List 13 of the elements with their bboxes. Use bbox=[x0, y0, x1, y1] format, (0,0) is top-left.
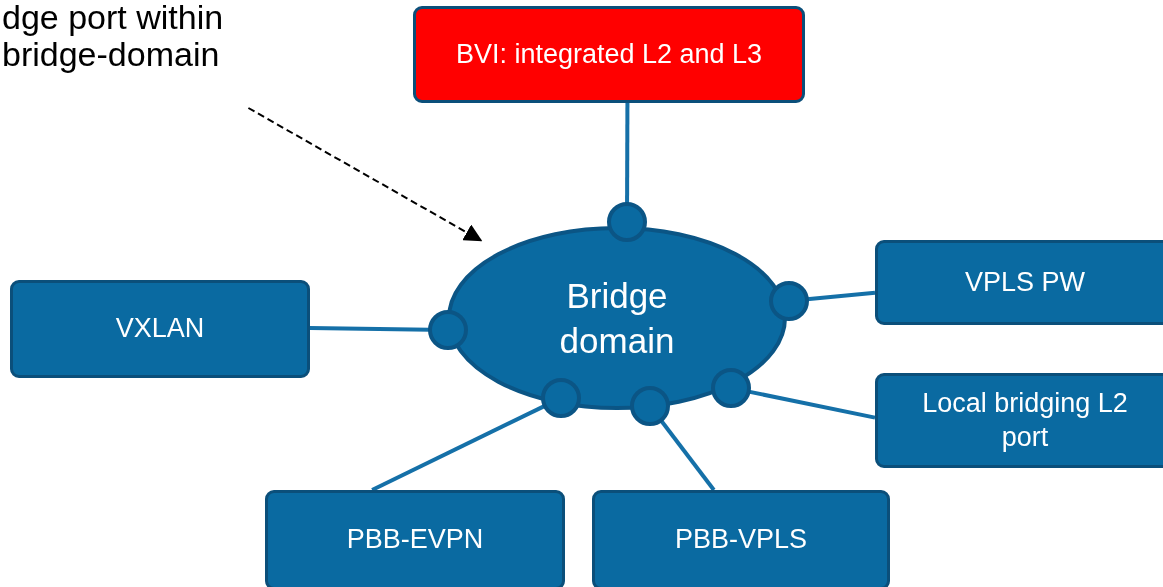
connector-line bbox=[371, 404, 546, 492]
connector-line bbox=[625, 103, 630, 204]
bridge-domain-label: Bridge domain bbox=[558, 274, 676, 362]
interface-box: VPLS PW bbox=[875, 240, 1163, 325]
annotation-text: dge port within bridge-domain bbox=[2, 0, 225, 74]
interface-box: VXLAN bbox=[10, 280, 310, 378]
interface-box: Local bridging L2 port bbox=[875, 373, 1163, 468]
leader-arrow bbox=[247, 107, 483, 242]
connector-line bbox=[659, 419, 716, 492]
connector-line bbox=[748, 389, 876, 420]
interface-box: PBB-EVPN bbox=[265, 490, 565, 587]
interface-box: BVI: integrated L2 and L3 bbox=[413, 6, 805, 103]
interface-box: PBB-VPLS bbox=[592, 490, 890, 587]
